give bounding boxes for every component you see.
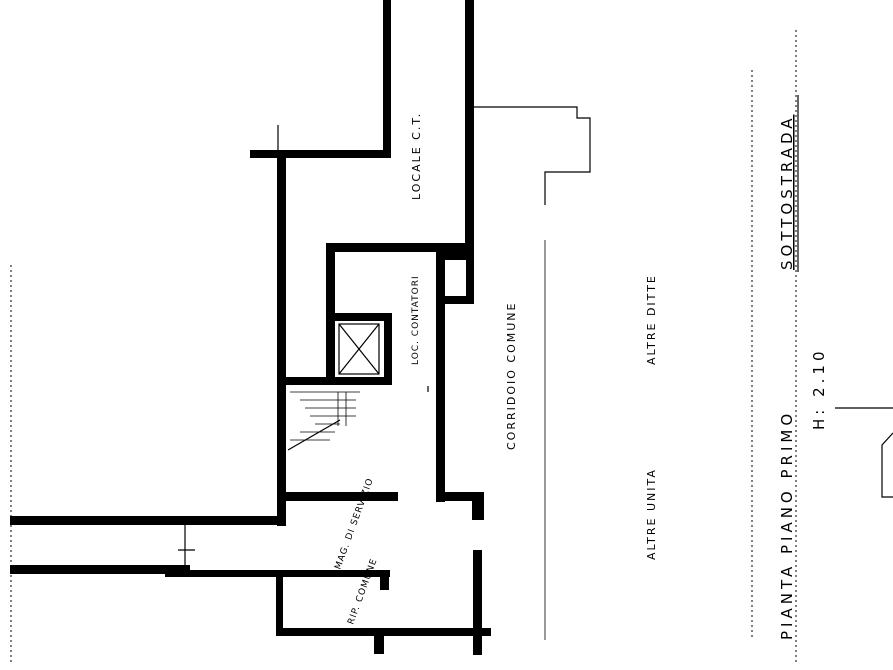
wall-contatori-bottom [286, 377, 392, 385]
stair-steps [287, 391, 360, 451]
wall-niche-side [466, 252, 474, 304]
wall-main-left [277, 150, 286, 526]
wall-ct-bottom [326, 243, 474, 252]
wall-corridor-bottom [436, 492, 484, 501]
label-altre-unita: ALTRE UNITA [645, 468, 658, 560]
wall-rip-right-stub [374, 628, 384, 654]
title-height: H: 2.10 [810, 348, 828, 431]
wall-corridor-left [436, 252, 445, 502]
lift-shaft-x2 [338, 323, 380, 375]
wall-ct-left-top [383, 0, 391, 158]
title-underlined: SOTTOSTRADA [778, 114, 796, 270]
wall-lower-left [10, 565, 190, 574]
label-altre-ditte: ALTRE DITTE [645, 274, 658, 365]
wall-rip-left [276, 570, 283, 636]
lift-shaft [338, 323, 380, 375]
label-corridoio: CORRIDOIO COMUNE [505, 302, 518, 450]
wall-niche-bottom [445, 296, 474, 304]
outline-neighbour [474, 106, 591, 205]
wall-landing-bottom [286, 492, 398, 501]
wall-left-stub [10, 516, 286, 525]
wall-contatori-mid [326, 313, 392, 321]
label-locale-ct: LOCALE C.T. [410, 112, 423, 200]
right-edge-shape [881, 432, 893, 498]
wall-shaft-right [384, 313, 392, 383]
wall-ct-step [250, 150, 391, 158]
label-rip-comune: RIP. COMUNE [346, 557, 379, 626]
label-loc-contatori: LOC. CONTATORI [411, 275, 421, 365]
wall-corridor-niche [445, 252, 474, 260]
title-main: PIANTA PIANO PRIMO [778, 410, 796, 640]
wall-ct-right [465, 0, 474, 252]
wall-corridor-right-stub [472, 492, 484, 520]
wall-rip-door [380, 572, 389, 590]
wall-right-lower [473, 550, 482, 655]
